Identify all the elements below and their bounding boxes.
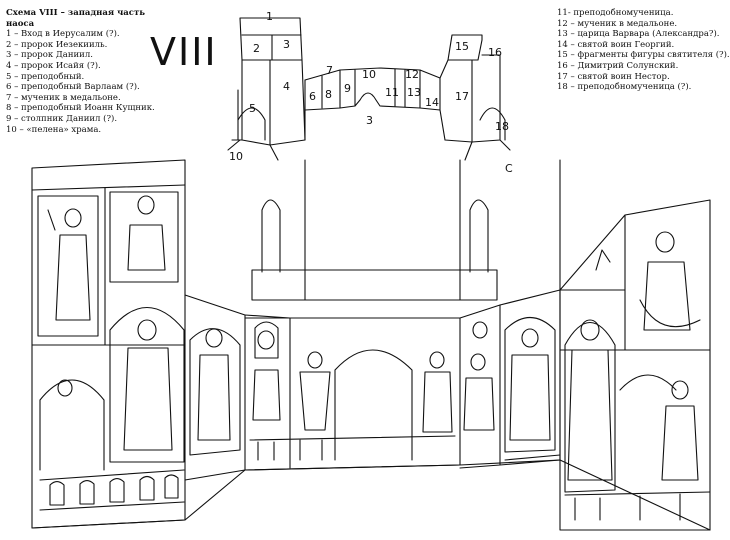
- legend-item-4: 4 – пророк Исайя (?).: [6, 60, 101, 71]
- legend-right: 11- преподобномученица. 12 – мученик в м…: [557, 8, 730, 93]
- legend-item-2: 2 – пророк Иезекииль.: [6, 39, 108, 50]
- legend-item-17: 17 – святой воин Нестор.: [557, 71, 670, 82]
- plan-label-15: 15: [455, 40, 469, 53]
- left-pier: [31, 159, 186, 529]
- legend-item-18: 18 – преподобномученица (?).: [557, 82, 692, 93]
- plan-label-16: 16: [488, 46, 502, 59]
- legend-item-16: 16 – Димитрий Солунский.: [557, 60, 679, 71]
- left-wall: [184, 294, 291, 481]
- legend-item-5: 5 – преподобный.: [6, 71, 85, 82]
- plan-label-12: 12: [405, 68, 419, 81]
- plan-label-2: 2: [253, 42, 260, 55]
- legend-item-15: 15 – фрагменты фигуры святителя (?).: [557, 50, 730, 61]
- plan-label-1: 1: [266, 10, 273, 23]
- legend-item-9: 9 – столпник Даниил (?).: [6, 113, 118, 124]
- legend-item-8: 8 – преподобный Иоанн Кущник.: [6, 103, 155, 114]
- legend-item-14: 14 – святой воин Георгий.: [557, 39, 675, 50]
- plan-diagram: [227, 17, 511, 161]
- plan-label-17: 17: [455, 90, 469, 103]
- legend-left: Схема VIII – западная часть наоса 1 – Вх…: [6, 8, 155, 135]
- legend-item-13: 13 – царица Варвара (Александра?).: [557, 29, 720, 40]
- legend-item-11: 11- преподобномученица.: [557, 8, 674, 18]
- center-wall: [244, 317, 461, 471]
- legend-title: Схема VIII – западная часть наоса: [6, 8, 146, 29]
- plan-label-10-corner: 10: [229, 150, 243, 163]
- legend-item-12: 12 – мученик в медальоне.: [557, 18, 678, 29]
- right-pier: [559, 159, 711, 531]
- plan-label-9: 9: [344, 82, 351, 95]
- plan-label-5: 5: [249, 102, 256, 115]
- back-drums: [251, 159, 498, 301]
- plan-label-3: 3: [283, 38, 290, 51]
- right-wall: [459, 289, 561, 469]
- scheme-label: VIII: [150, 30, 218, 74]
- plan-label-11: 11: [385, 86, 399, 99]
- plan-label-18: 18: [495, 120, 509, 133]
- legend-item-10: 10 – «пелена» храма.: [6, 124, 102, 135]
- plan-label-14: 14: [425, 96, 439, 109]
- legend-item-6: 6 – преподобный Варлаам (?).: [6, 82, 140, 93]
- plan-label-13: 13: [407, 86, 421, 99]
- plan-label-6: 6: [309, 90, 316, 103]
- legend-item-1: 1 – Вход в Иерусалим (?).: [6, 29, 120, 40]
- plan-label-4: 4: [283, 80, 290, 93]
- legend-item-3: 3 – пророк Даниил.: [6, 50, 93, 61]
- plan-label-10: 10: [362, 68, 376, 81]
- floor-line: [31, 459, 711, 531]
- legend-item-7: 7 – мученик в медальоне.: [6, 92, 121, 103]
- plan-label-3-center: 3: [366, 114, 373, 127]
- plan-label-8: 8: [325, 88, 332, 101]
- plan-label-c-corner: C: [505, 162, 513, 175]
- plan-label-7: 7: [326, 64, 333, 77]
